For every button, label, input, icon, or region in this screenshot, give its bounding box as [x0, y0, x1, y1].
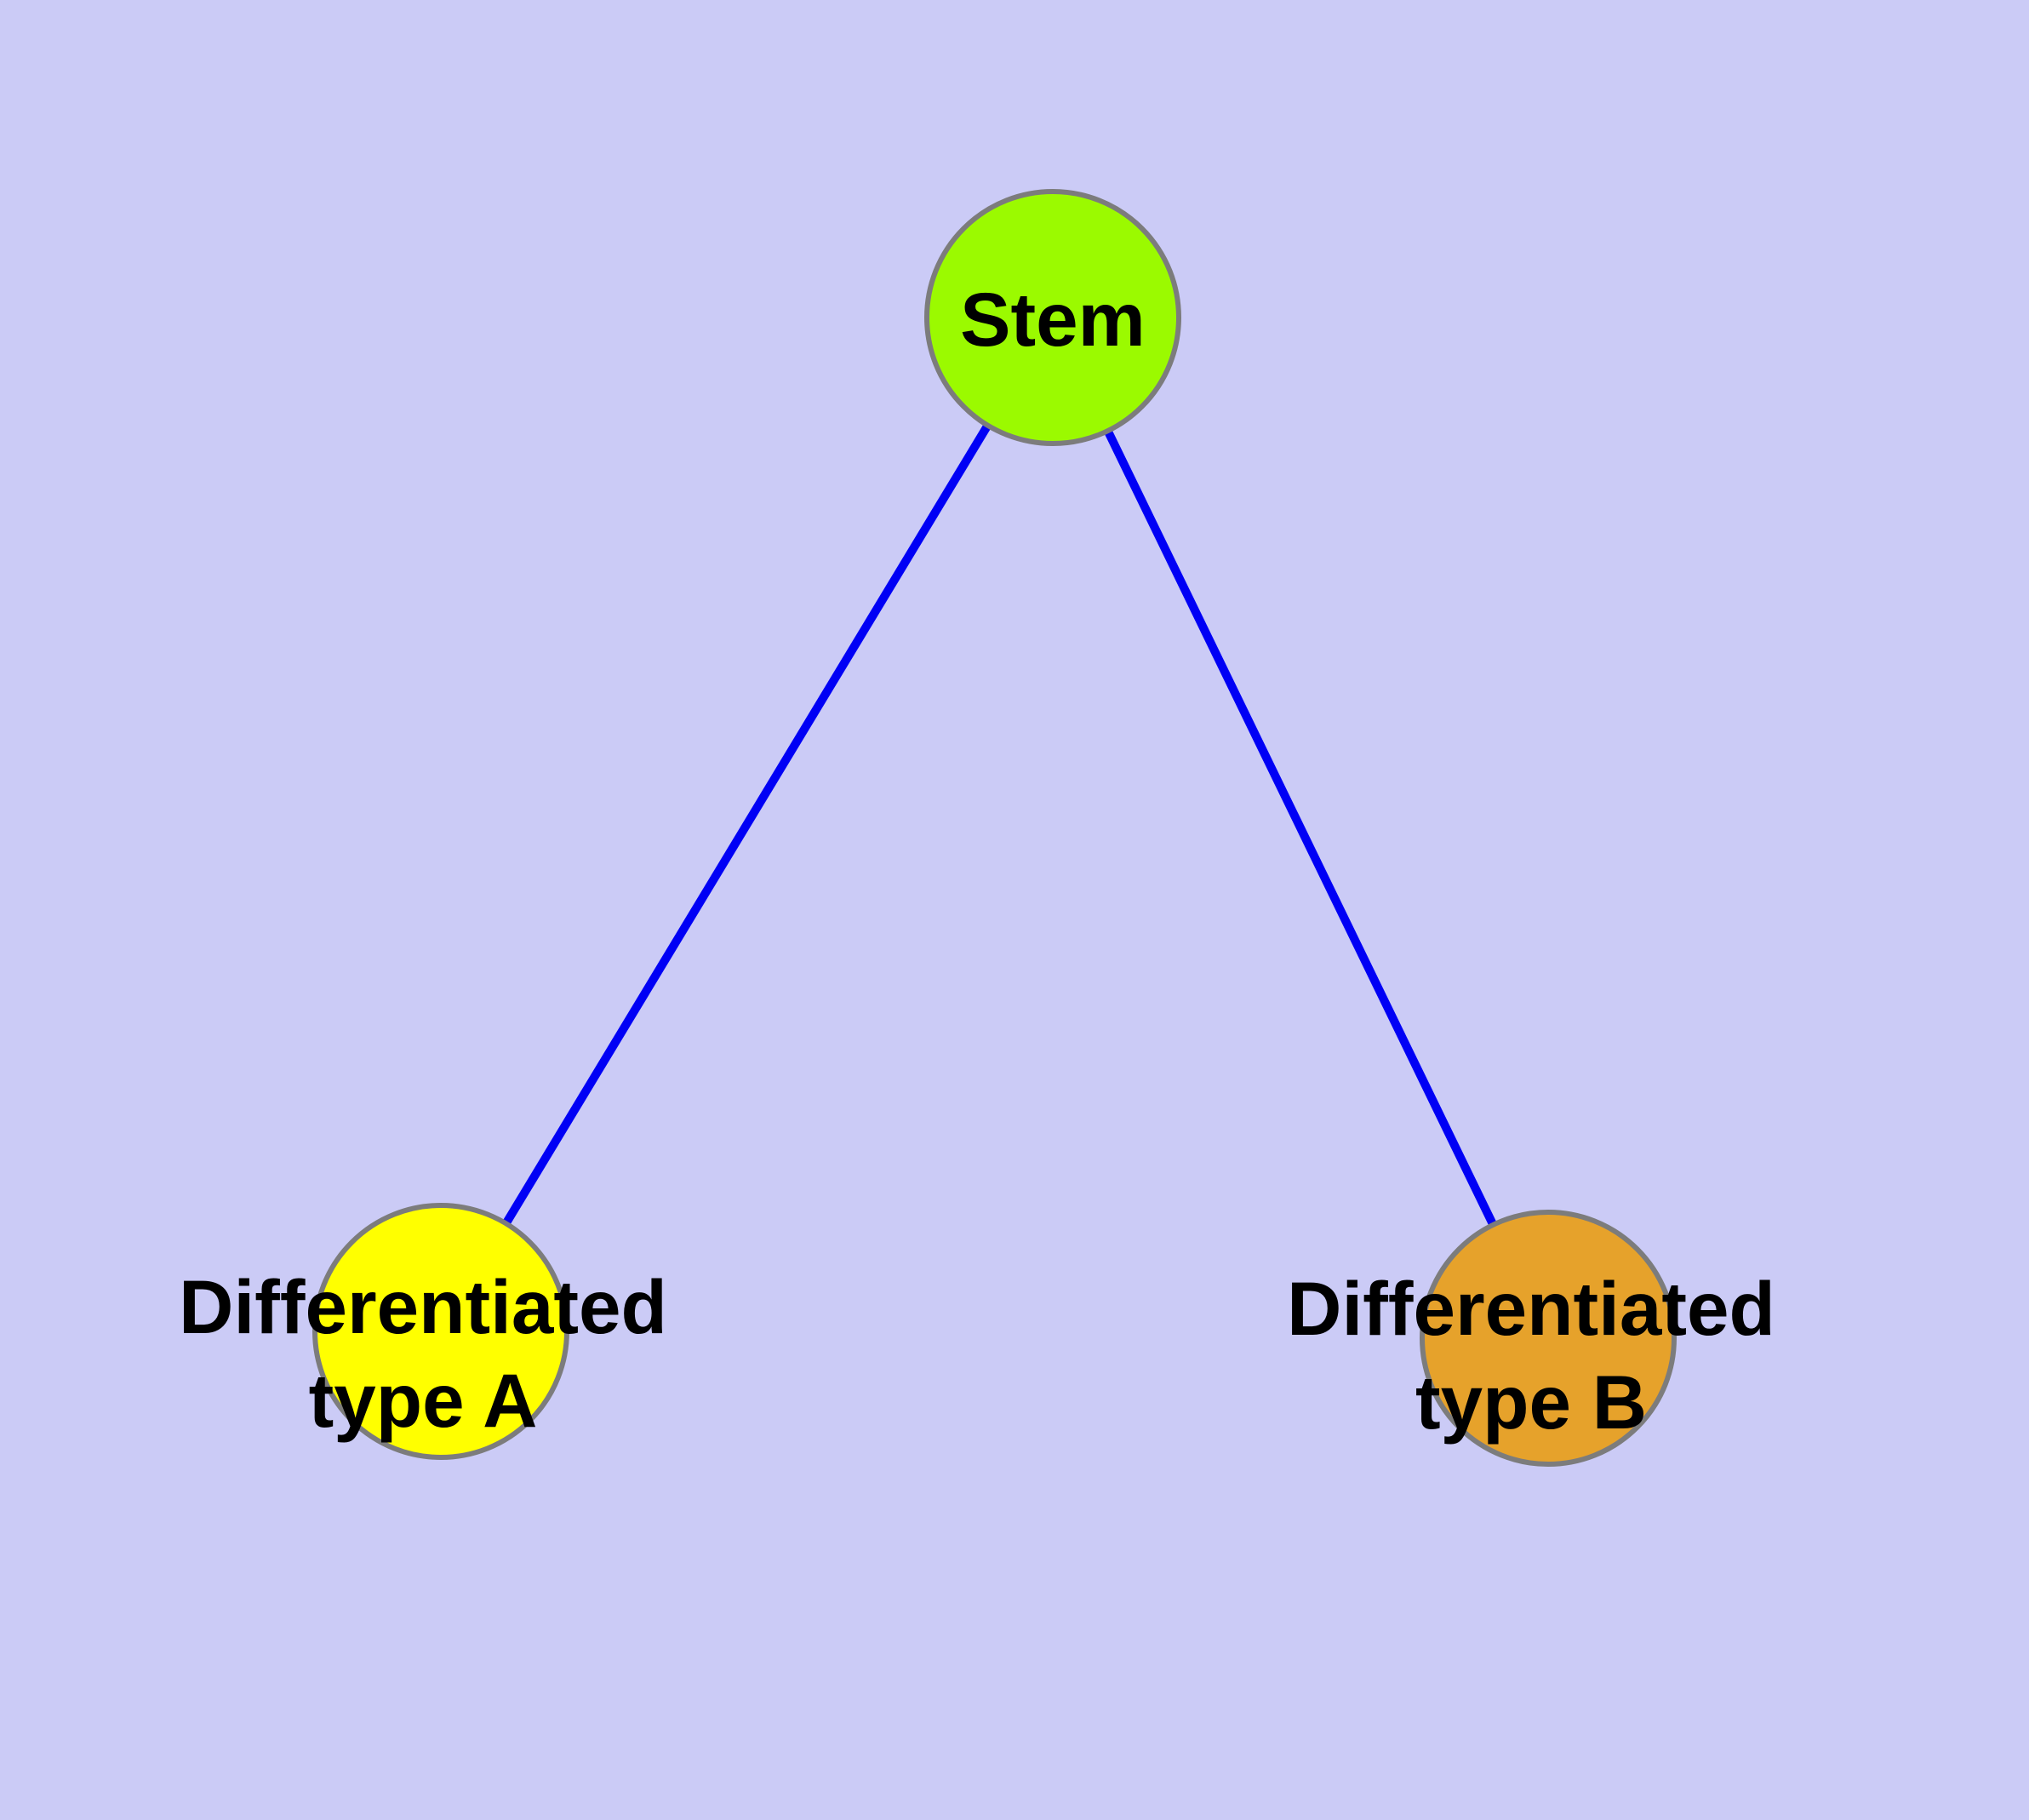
node-label-differentiated-type-a: Differentiated type A — [179, 1260, 667, 1447]
node-label-differentiated-type-a-line-2: type A — [308, 1358, 538, 1443]
node-stem — [924, 189, 1181, 446]
node-label-differentiated-type-b: Differentiated type B — [1287, 1262, 1775, 1449]
node-label-stem-line-1: Stem — [960, 277, 1146, 362]
node-differentiated-type-b — [1420, 1210, 1677, 1467]
node-label-differentiated-type-b-line-1: Differentiated — [1287, 1266, 1775, 1351]
edge-stem-to-differentiated-type-a — [437, 315, 1057, 1334]
node-label-differentiated-type-a-line-1: Differentiated — [179, 1264, 667, 1349]
node-label-differentiated-type-b-line-2: type B — [1415, 1359, 1647, 1445]
node-differentiated-type-a — [312, 1203, 569, 1460]
node-label-stem: Stem — [960, 272, 1146, 366]
edge-stem-to-differentiated-type-b — [1049, 315, 1552, 1341]
